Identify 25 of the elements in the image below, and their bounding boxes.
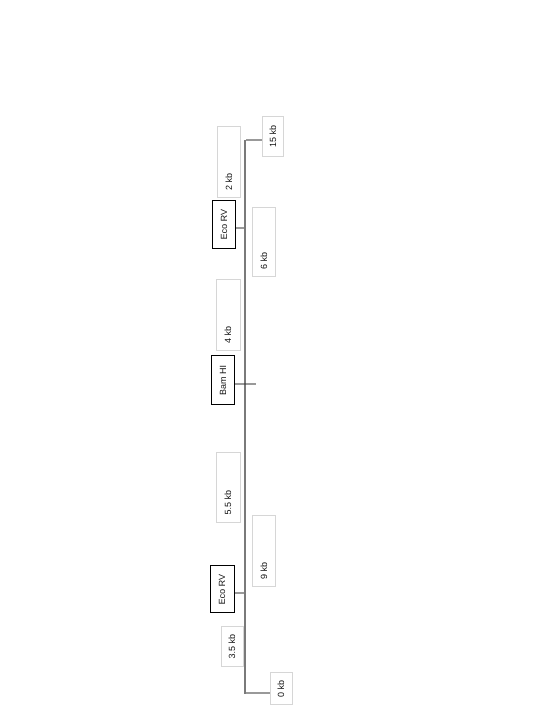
distance-label: 9 kb [258,562,270,579]
distance-box [252,207,276,277]
leader-line [246,692,270,694]
position-label: 15 kb [268,125,278,148]
enzyme-name: Bam HI [218,364,228,395]
distance-box [216,279,241,351]
position-label: 3.5 kb [227,634,238,659]
map-line [244,140,246,694]
distance-box [217,126,241,198]
enzyme-site-box [212,200,236,249]
distance-label: 5.5 kb [223,490,234,515]
distance-box [252,515,276,587]
enzyme-name: Eco RV [217,574,228,604]
position-box [221,626,244,667]
enzyme-site-box [210,565,235,613]
position-label: 0 kb [276,680,287,697]
position-box [270,672,293,705]
distance-label: 6 kb [258,252,270,269]
distance-label: 4 kb [223,326,234,343]
leader-line [234,592,244,594]
enzyme-site-box [211,355,235,405]
position-box [262,116,284,157]
distance-label: 2 kb [224,172,234,190]
enzyme-name: Eco RV [218,209,230,240]
distance-box [216,452,241,523]
